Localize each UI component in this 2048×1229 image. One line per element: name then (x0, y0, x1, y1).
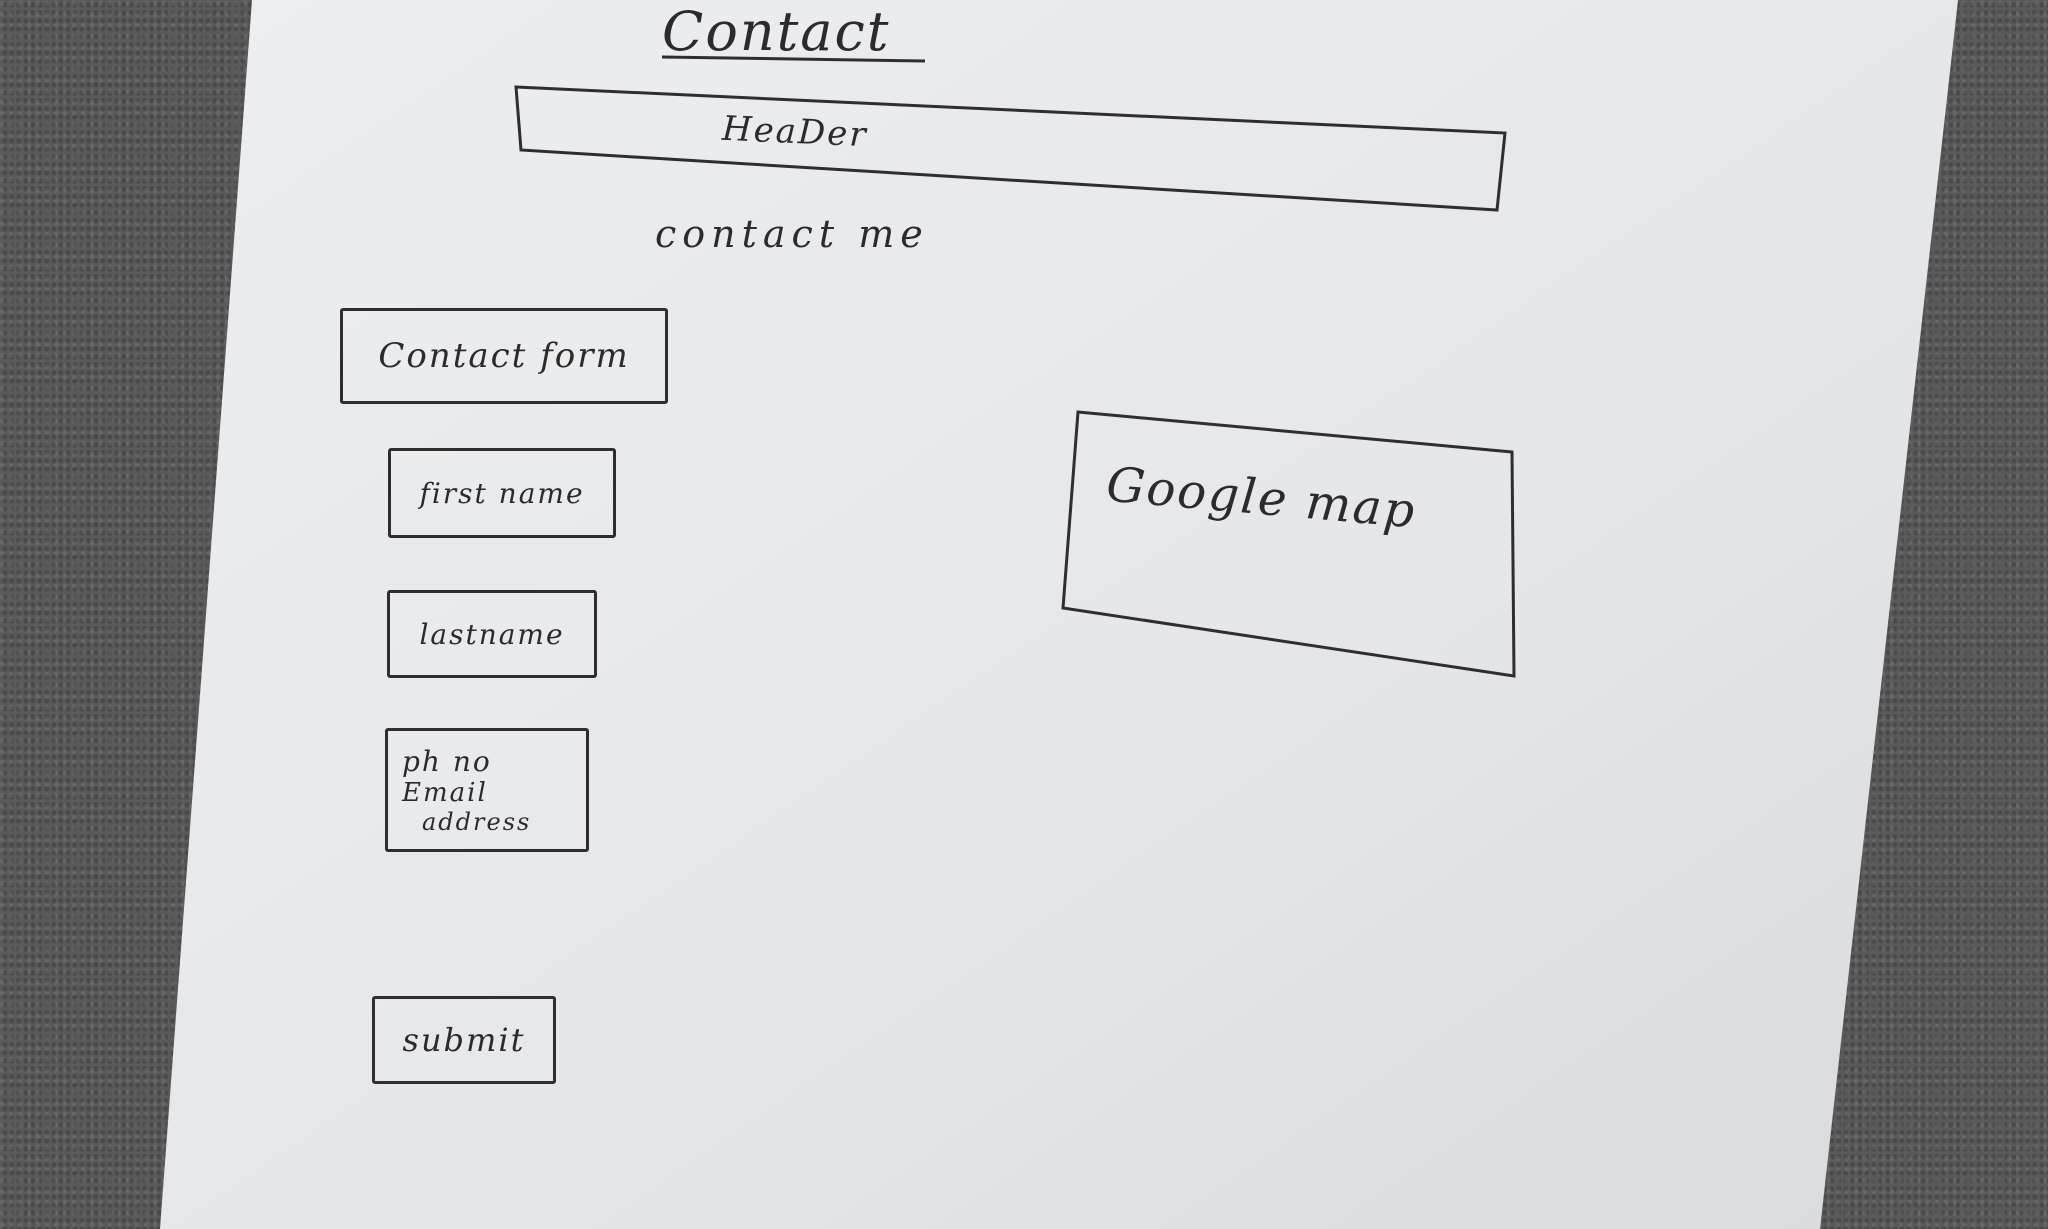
address-label: address (422, 807, 532, 836)
submit-button[interactable]: submit (372, 996, 556, 1084)
submit-label: submit (402, 1021, 526, 1059)
email-label: Email (402, 777, 488, 808)
last-name-field[interactable]: lastname (387, 590, 597, 678)
first-name-placeholder: first name (419, 476, 585, 510)
phone-label: ph no (402, 744, 492, 778)
contact-form-label: Contact form (378, 336, 630, 376)
last-name-placeholder: lastname (419, 617, 565, 651)
phone-email-field[interactable]: ph no Email address (385, 728, 589, 852)
first-name-field[interactable]: first name (388, 448, 616, 538)
subtitle: contact me (655, 212, 929, 256)
page-title: Contact (662, 0, 891, 63)
contact-form-label-box: Contact form (340, 308, 668, 404)
header-label: HeaDer (721, 108, 869, 156)
